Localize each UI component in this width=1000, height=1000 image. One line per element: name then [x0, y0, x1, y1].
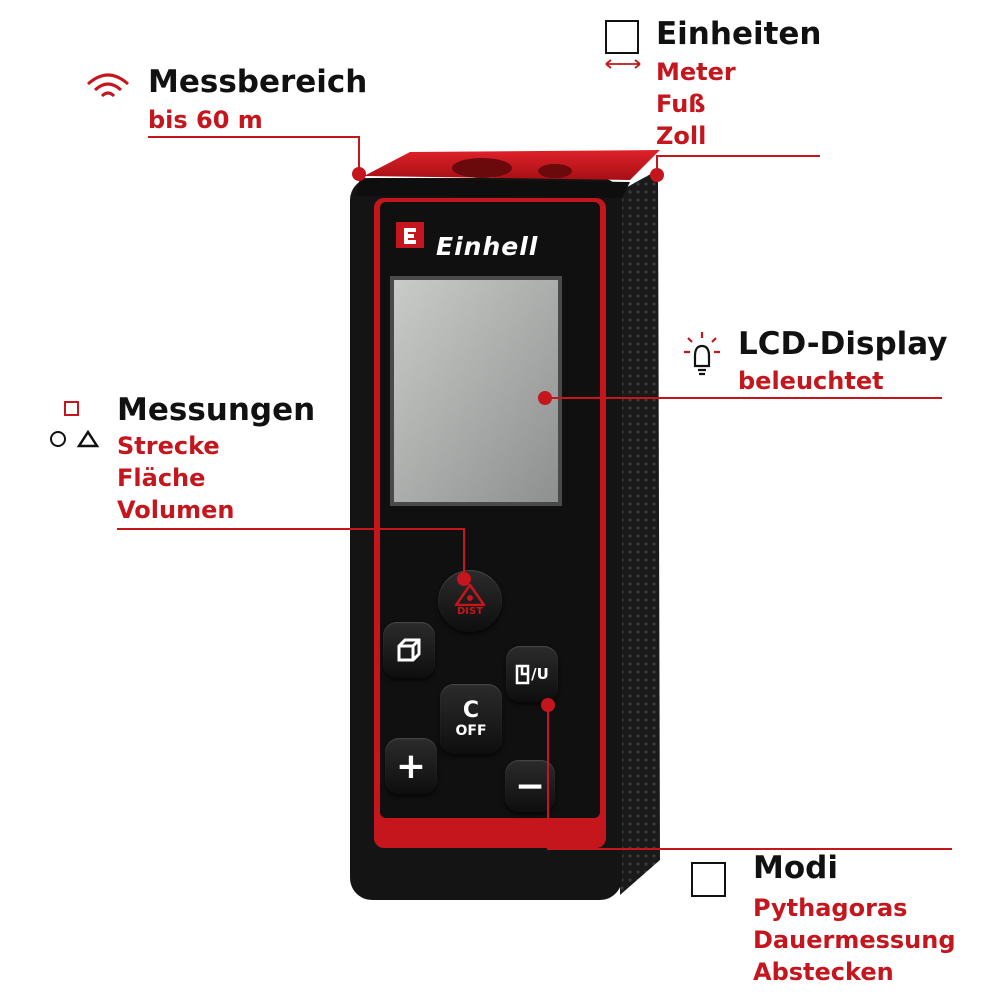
units-leader-h	[656, 155, 820, 157]
square-mode-icon	[691, 862, 726, 897]
unit-mode-button[interactable]: /U	[506, 646, 558, 702]
range-leader-v	[358, 136, 360, 172]
minus-label: −	[514, 765, 546, 807]
modes-stakeout: Abstecken	[753, 958, 894, 986]
measurements-volume: Volumen	[117, 496, 235, 524]
range-dot	[352, 167, 366, 181]
range-leader-h	[148, 136, 360, 138]
modes-title: Modi	[753, 850, 838, 886]
dist-label: DIST	[456, 606, 484, 617]
off-label: OFF	[455, 723, 487, 739]
measurements-leader-v	[463, 528, 465, 578]
cube-icon	[397, 638, 421, 662]
display-title: LCD-Display	[738, 326, 948, 362]
measurements-title: Messungen	[117, 392, 316, 428]
units-inch: Zoll	[656, 122, 707, 150]
brand-logo-text: Einhell	[436, 232, 539, 261]
square-shape-icon	[64, 401, 79, 416]
measurements-dot	[457, 572, 471, 586]
measurements-area: Fläche	[117, 464, 206, 492]
units-dot	[650, 168, 664, 182]
plus-button[interactable]: +	[385, 738, 437, 794]
volume-mode-button[interactable]	[383, 622, 435, 678]
wifi-signal-icon	[86, 73, 130, 98]
units-leader-v	[656, 155, 658, 175]
laser-warning-icon	[455, 584, 485, 606]
modes-dot	[541, 698, 555, 712]
modes-leader-h	[547, 848, 952, 850]
range-value: bis 60 m	[148, 106, 263, 134]
plus-label: +	[395, 745, 427, 787]
units-feet: Fuß	[656, 90, 706, 118]
modes-pythagoras: Pythagoras	[753, 894, 908, 922]
clear-label: C	[462, 698, 480, 723]
range-title: Messbereich	[148, 64, 368, 100]
triangle-shape-icon	[76, 429, 100, 448]
units-title: Einheiten	[656, 16, 822, 52]
minus-button[interactable]: −	[505, 760, 555, 812]
units-meter: Meter	[656, 58, 736, 86]
laser-distance-meter	[350, 150, 660, 900]
modes-leader-v	[547, 704, 549, 850]
unit-icon	[515, 664, 530, 685]
clear-off-button[interactable]: C OFF	[440, 684, 502, 754]
lightbulb-icon	[684, 332, 720, 376]
square-unit-icon	[605, 20, 639, 54]
arrow-width-icon	[605, 59, 641, 69]
measurements-distance: Strecke	[117, 432, 220, 460]
display-leader	[546, 397, 942, 399]
unit-button-label: /U	[531, 665, 549, 683]
display-dot	[538, 391, 552, 405]
measurements-leader-h	[117, 528, 465, 530]
circle-shape-icon	[50, 431, 66, 447]
modes-continuous: Dauermessung	[753, 926, 956, 954]
display-value: beleuchtet	[738, 367, 884, 395]
